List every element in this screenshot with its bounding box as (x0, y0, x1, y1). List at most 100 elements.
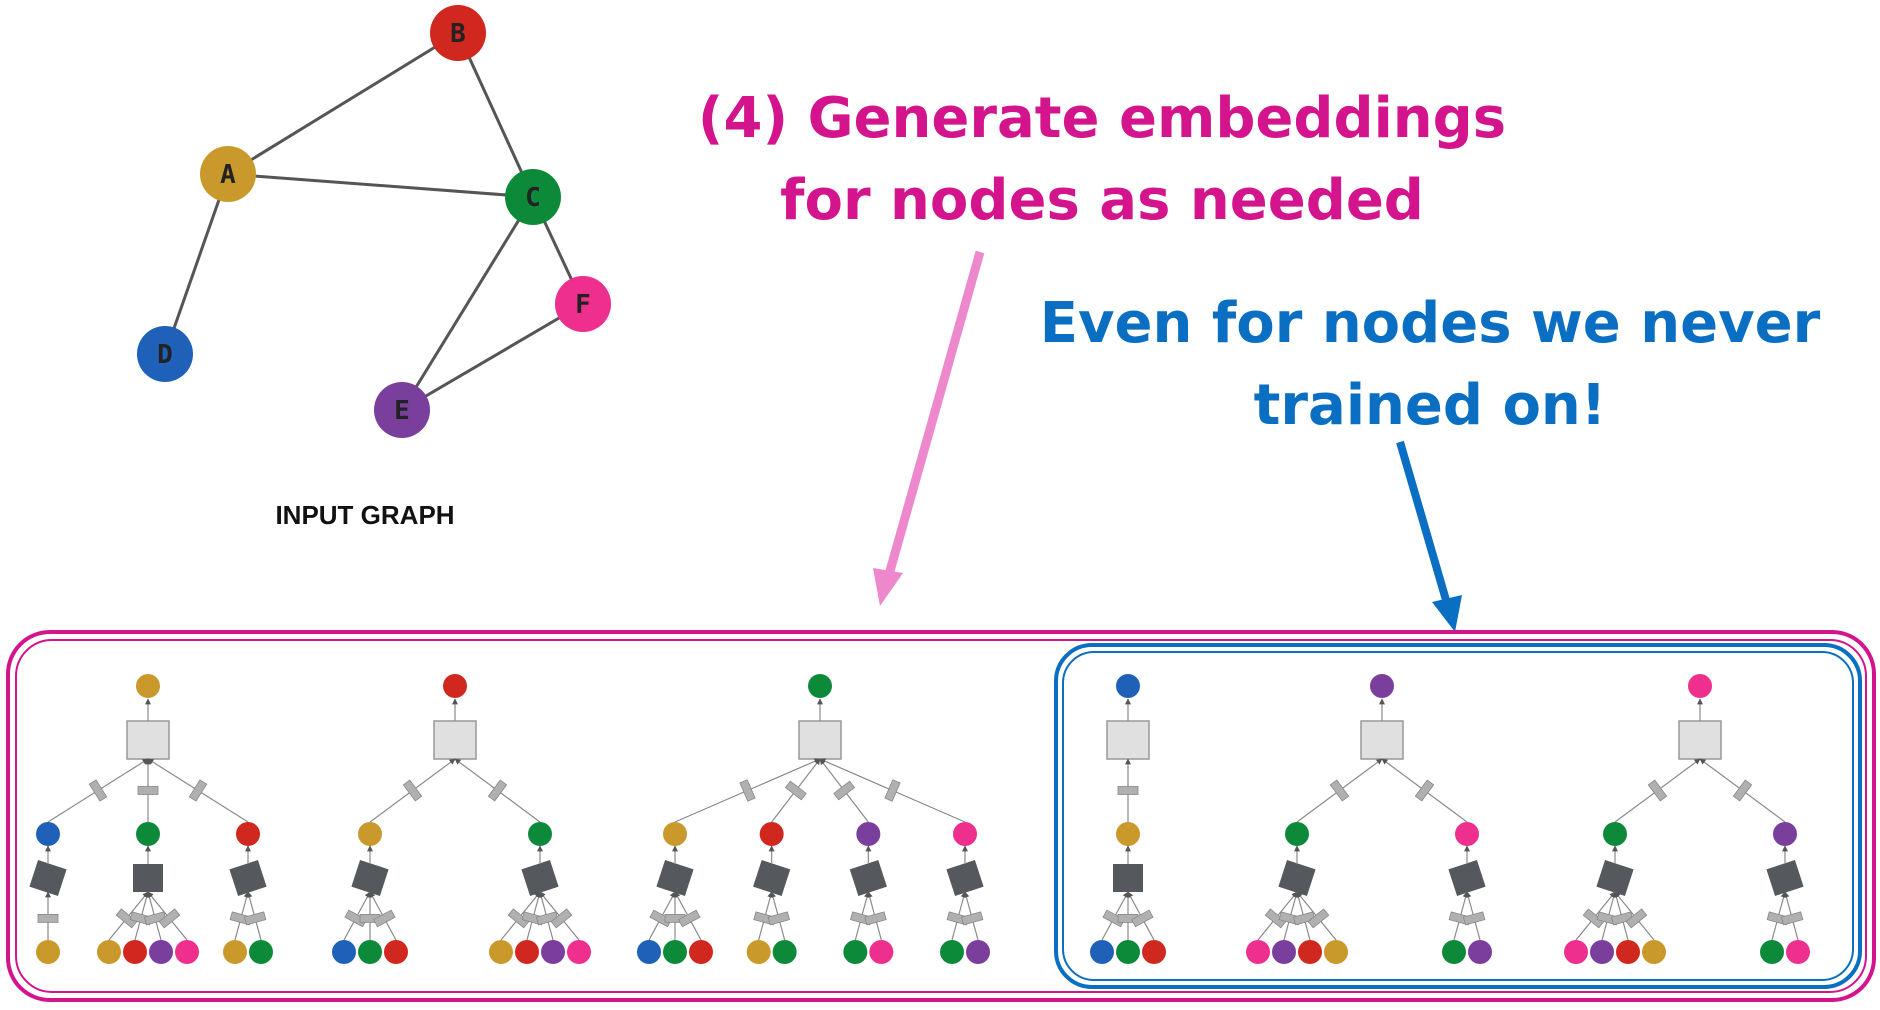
weight-matrix (1307, 908, 1330, 929)
computation-graph-E (1246, 674, 1492, 964)
target-node-B (443, 674, 467, 698)
leaf-node-B (384, 940, 408, 964)
leaf-node-C (249, 940, 273, 964)
neighbor-node-C (1285, 822, 1309, 846)
neighbor-aggregator-box (946, 860, 984, 896)
weight-matrix (1264, 908, 1287, 929)
weight-matrix (487, 779, 508, 802)
leaf-node-E (1590, 940, 1614, 964)
leaf-node-F (1786, 940, 1810, 964)
leaf-node-E (1468, 940, 1492, 964)
neighbor-aggregator-box (849, 860, 887, 896)
blue-pointer-arrow (1396, 440, 1462, 632)
target-node-D (1116, 674, 1140, 698)
weight-matrix (143, 911, 167, 926)
unseen-nodes-note-line1: Even for nodes we never (1040, 291, 1821, 356)
magenta-pointer-arrow (873, 250, 985, 606)
aggregator-box (798, 720, 842, 760)
leaf-node-F (869, 940, 894, 964)
leaf-node-D (1090, 940, 1114, 964)
aggregator-box (1106, 720, 1150, 760)
graph-node-C: C (505, 169, 561, 225)
graph-node-label: A (220, 160, 236, 190)
leaf-node-B (123, 940, 147, 964)
leaf-node-E (966, 940, 990, 964)
weight-matrix (784, 780, 807, 801)
leaf-node-C (1760, 940, 1784, 964)
leaf-node-A (1642, 940, 1666, 964)
target-node-C (808, 674, 832, 698)
weight-matrix (833, 780, 856, 801)
leaf-node-B (1142, 940, 1166, 964)
target-node-E (1370, 674, 1394, 698)
graph-node-F: F (555, 276, 611, 332)
leaf-node-A (1324, 940, 1348, 964)
graph-node-label: C (525, 183, 541, 213)
weight-matrix (137, 786, 159, 795)
leaf-node-C (663, 940, 687, 964)
neighbor-node-E (856, 822, 881, 846)
neighbor-aggregator-box (521, 860, 559, 896)
leaf-node-C (1116, 940, 1140, 964)
computation-graph-C (637, 674, 990, 964)
neighbor-node-C (528, 822, 552, 846)
graph-node-B: B (430, 5, 486, 61)
leaf-node-C (940, 940, 964, 964)
weight-matrix (243, 911, 267, 926)
weight-matrix (550, 908, 573, 929)
weight-matrix (188, 779, 208, 802)
aggregator-box (126, 720, 170, 760)
leaf-node-F (1246, 940, 1270, 964)
computation-graph-D (1090, 674, 1166, 964)
neighbor-aggregator-box (1113, 864, 1143, 892)
generate-embeddings-heading-line2: for nodes as needed (780, 168, 1424, 233)
leaf-node-C (843, 940, 868, 964)
weight-matrix (678, 909, 701, 928)
graph-node-D: D (137, 326, 193, 382)
weight-matrix (739, 779, 756, 802)
weight-matrix (402, 779, 423, 802)
computation-graph-F (1564, 674, 1810, 964)
graph-node-label: B (450, 19, 466, 49)
edge-A-B (227, 31, 459, 176)
neighbor-aggregator-box (656, 860, 694, 896)
weight-matrix (1131, 909, 1154, 928)
neighbor-aggregator-box (133, 864, 163, 892)
neighbor-aggregator-box (1448, 860, 1486, 896)
leaf-node-D (332, 940, 356, 964)
neighbor-node-A (358, 822, 382, 846)
weight-matrix (767, 911, 791, 926)
graph-node-label: F (575, 290, 591, 320)
weight-matrix (884, 779, 901, 802)
neighbor-node-D (36, 822, 60, 846)
leaf-node-C (358, 940, 382, 964)
weight-matrix (1117, 786, 1139, 795)
neighbor-node-A (1116, 822, 1140, 846)
aggregator-box (433, 720, 477, 760)
leaf-node-A (223, 940, 247, 964)
graph-node-E: E (374, 382, 430, 438)
neighbor-aggregator-box (229, 860, 267, 896)
weight-matrix (1414, 779, 1435, 802)
weight-matrix (1582, 908, 1605, 929)
leaf-node-E (149, 940, 173, 964)
leaf-node-F (1564, 940, 1588, 964)
leaf-node-B (689, 940, 713, 964)
graph-node-label: E (394, 396, 410, 426)
weight-matrix (158, 908, 181, 929)
weight-matrix (1625, 908, 1648, 929)
weight-matrix (1647, 779, 1668, 802)
leaf-node-D (637, 940, 661, 964)
weight-matrix (535, 911, 559, 926)
neighbor-node-F (953, 822, 977, 846)
unseen-nodes-frame (1054, 643, 1862, 989)
unseen-nodes-note-line2: trained on! (1254, 373, 1607, 438)
leaf-node-B (515, 940, 539, 964)
edge-A-D (163, 173, 230, 355)
leaf-node-C (1442, 940, 1466, 964)
neighbor-aggregator-box (1278, 860, 1316, 896)
leaf-node-C (772, 940, 797, 964)
weight-matrix (507, 908, 530, 929)
